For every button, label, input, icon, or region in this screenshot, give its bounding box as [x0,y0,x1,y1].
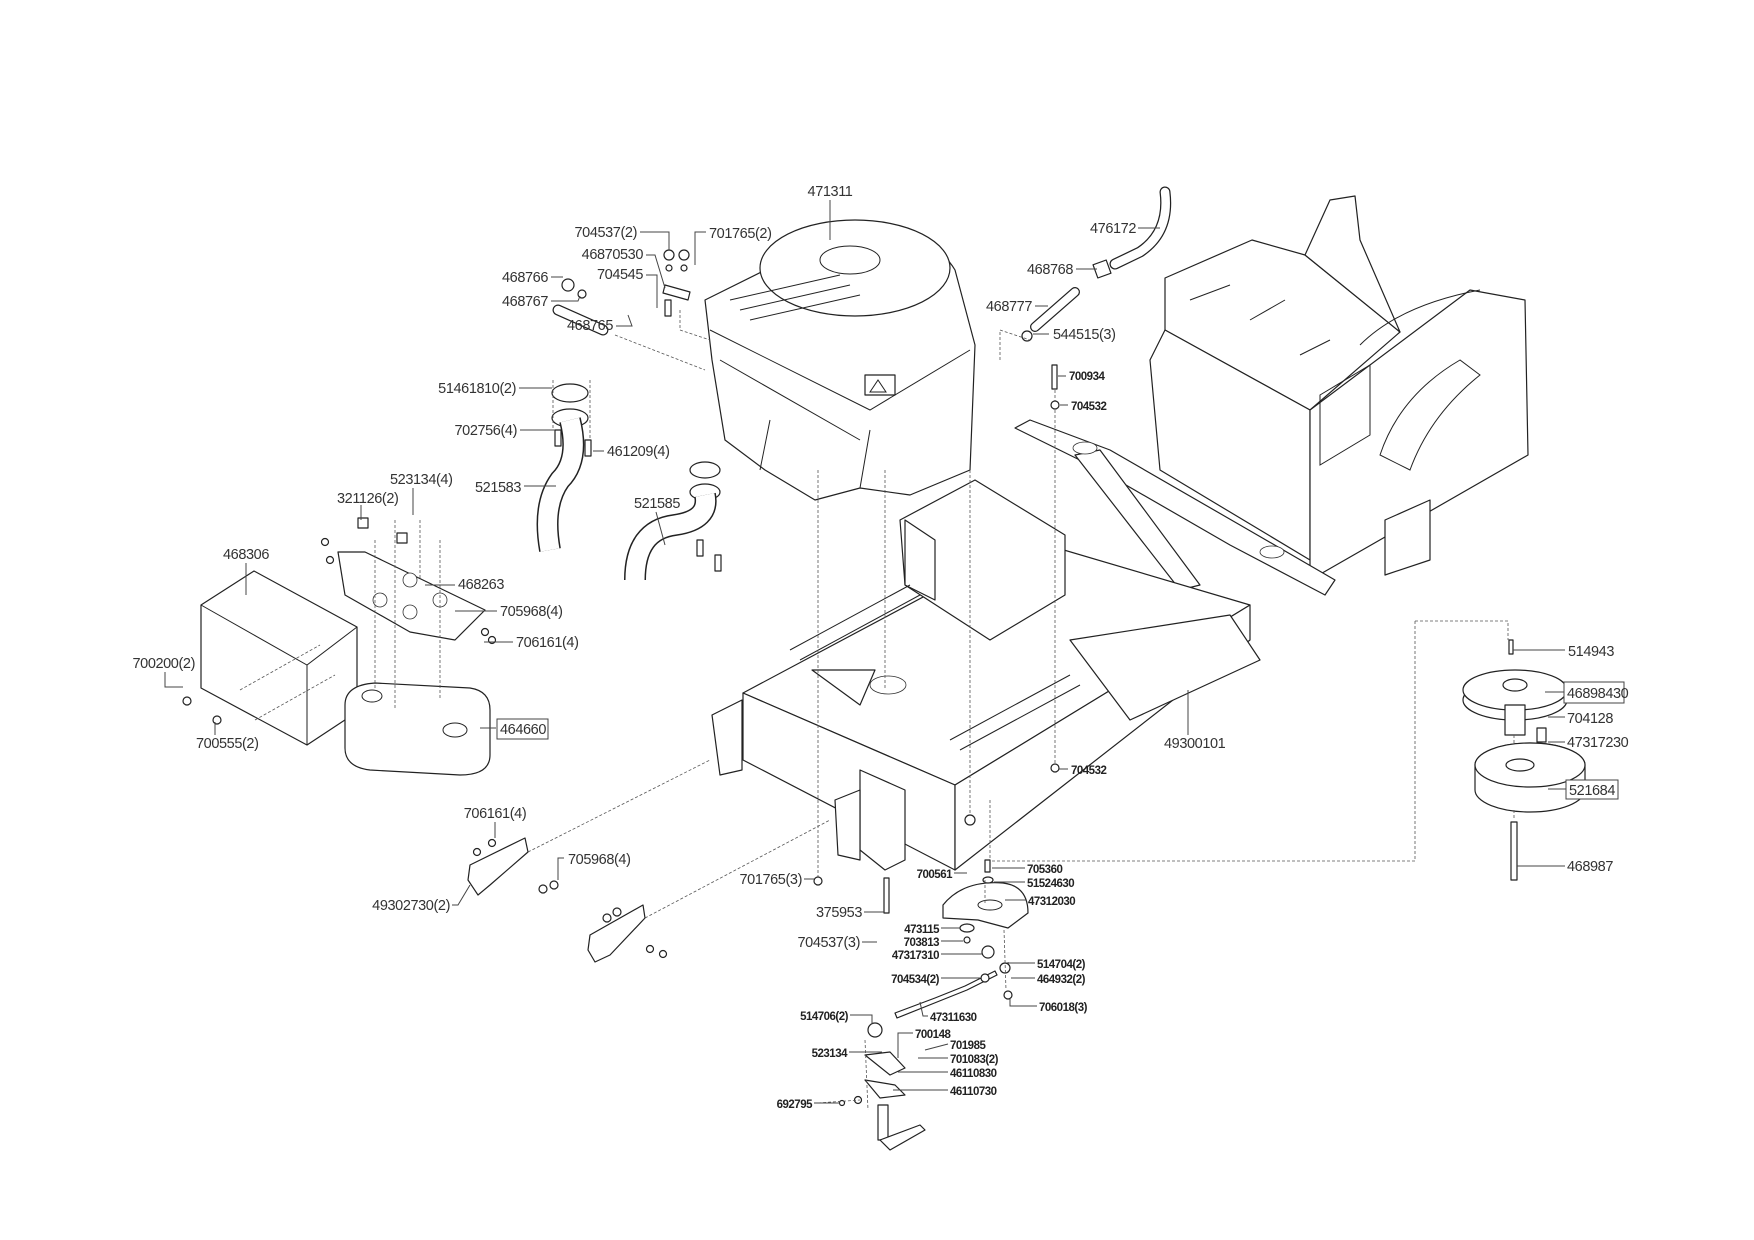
part-label[interactable]: 705968(4) [500,604,563,620]
side-brackets [467,759,831,963]
part-label[interactable]: 701765(2) [709,226,772,242]
part-label[interactable]: 468306 [223,547,270,563]
part-label[interactable]: 47317310 [892,950,940,962]
part-label[interactable]: 471311 [808,184,854,200]
muffler-assembly [182,517,497,776]
part-label[interactable]: 468768 [1027,262,1074,278]
part-label[interactable]: 704545 [597,267,644,283]
part-label[interactable]: 692795 [777,1099,814,1111]
part-label[interactable]: 464660 [500,722,547,738]
part-label[interactable]: 704532 [1071,765,1107,777]
part-label[interactable]: 476172 [1090,221,1137,237]
part-label[interactable]: 51524630 [1027,878,1075,890]
part-label[interactable]: 705360 [1027,864,1063,876]
part-label[interactable]: 321126(2) [337,491,399,507]
part-label[interactable]: 47317230 [1567,735,1629,751]
part-box-521684 [1565,779,1619,800]
part-label[interactable]: 461209(4) [607,444,670,460]
part-label[interactable]: 51461810(2) [438,381,516,397]
part-label[interactable]: 700555(2) [196,736,259,752]
part-label[interactable]: 704532 [1071,401,1107,413]
part-label[interactable]: 700934 [1069,371,1106,383]
part-label[interactable]: 468987 [1567,859,1614,875]
part-label[interactable]: 704128 [1567,711,1614,727]
part-label[interactable]: 468767 [502,294,549,310]
part-label[interactable]: 473115 [904,924,940,936]
part-label[interactable]: 468777 [986,299,1033,315]
deck-lift-linkage [817,859,1029,1151]
dashed-guides [813,329,1060,886]
part-label[interactable]: 544515(3) [1053,327,1116,343]
part-label[interactable]: 49300101 [1164,736,1226,752]
rear-fender-housing [1149,195,1529,581]
part-box-46898430 [1563,681,1625,704]
part-label[interactable]: 705968(4) [568,852,631,868]
part-label[interactable]: 704537(3) [797,935,860,951]
part-label[interactable]: 47312030 [1028,896,1076,908]
part-label[interactable]: 46898430 [1567,686,1629,702]
part-label[interactable]: 703813 [904,937,940,949]
part-label[interactable]: 706018(3) [1039,1002,1088,1014]
part-label[interactable]: 47311630 [930,1012,977,1024]
part-label[interactable]: 46110730 [950,1086,997,1098]
leader-lines [164,200,1566,1104]
part-label[interactable]: 514704(2) [1037,959,1086,971]
part-label[interactable]: 514706(2) [800,1011,849,1023]
part-label[interactable]: 704537(2) [574,225,637,241]
part-label[interactable]: 702756(4) [454,423,517,439]
part-label[interactable]: 514943 [1568,644,1615,660]
part-label[interactable]: 468263 [458,577,505,593]
part-label[interactable]: 521583 [475,480,522,496]
part-label[interactable]: 521585 [634,496,681,512]
part-label[interactable]: 521684 [1569,783,1616,799]
engine [704,219,976,501]
fuel-line-parts [552,186,1172,371]
part-box-464660 [496,718,549,740]
part-label[interactable]: 706161(4) [516,635,579,651]
part-label[interactable]: 46110830 [950,1068,997,1080]
part-label[interactable]: 700561 [917,869,954,881]
part-label[interactable]: 701985 [950,1040,987,1052]
part-label[interactable]: 468766 [502,270,549,286]
part-label[interactable]: 701083(2) [950,1054,999,1066]
part-label[interactable]: 704534(2) [891,974,940,986]
part-label[interactable]: 523134 [812,1048,849,1060]
part-label[interactable]: 464932(2) [1037,974,1086,986]
exhaust-pipes [536,380,722,581]
part-label[interactable]: 468765 [567,318,614,334]
part-label[interactable]: 701765(3) [739,872,802,888]
frame-crossbar [1014,419,1336,596]
part-label[interactable]: 49302730(2) [372,898,450,914]
part-label[interactable]: 523134(4) [390,472,453,488]
part-label[interactable]: 700200(2) [132,656,195,672]
chassis-frame [711,479,1261,871]
part-labels: 471311 476172 704537(2) 701765(2) 468705… [132,184,1629,1111]
part-label[interactable]: 700148 [915,1029,952,1041]
part-label[interactable]: 375953 [816,905,863,921]
part-label[interactable]: 706161(4) [464,806,527,822]
part-label[interactable]: 46870530 [582,247,644,263]
